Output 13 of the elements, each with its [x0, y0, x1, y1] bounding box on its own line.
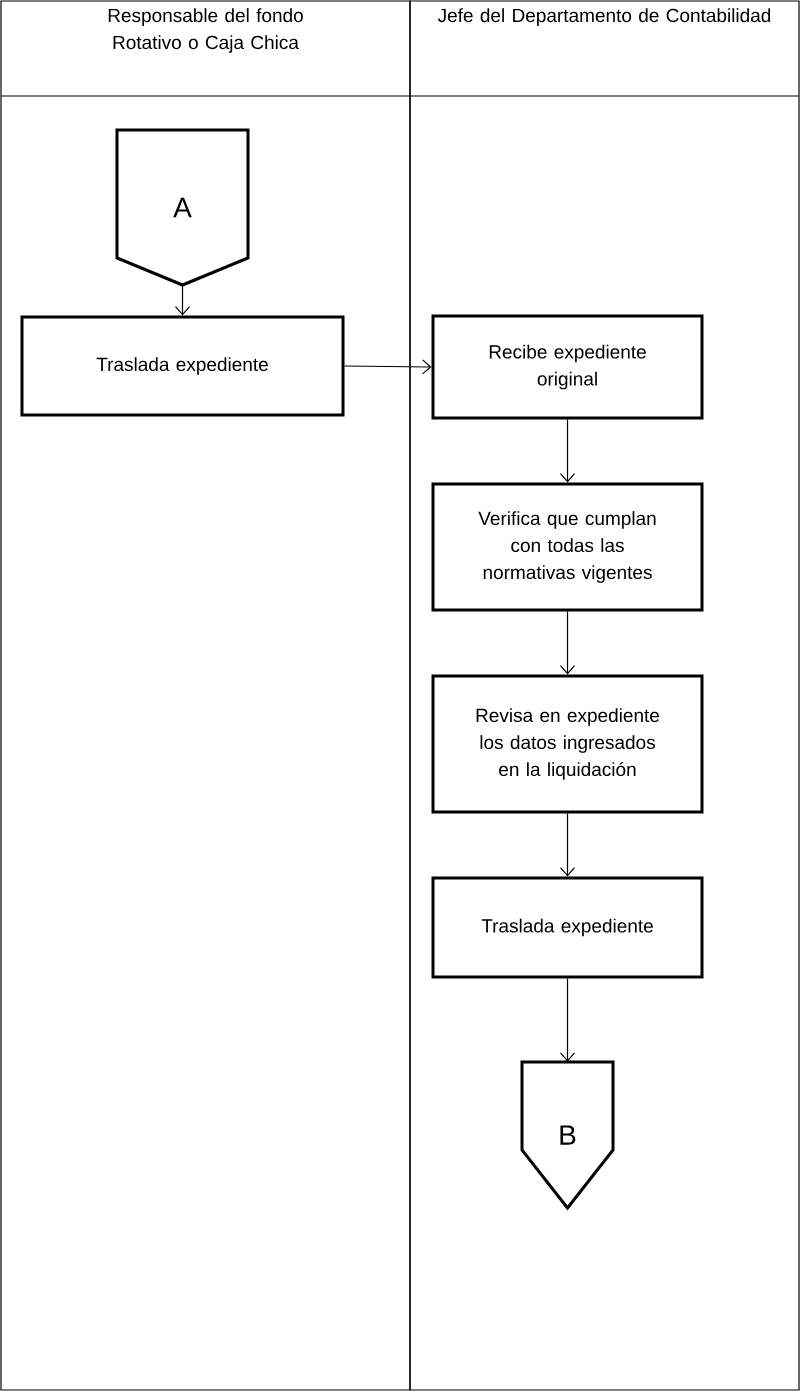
- arrow: [559, 418, 576, 483]
- arrow: [559, 977, 576, 1062]
- off-page-connector: B: [520, 1060, 615, 1211]
- process-box: Traslada expediente: [431, 876, 704, 979]
- arrow: [559, 610, 576, 675]
- arrow: [174, 284, 191, 316]
- off-page-connector: A: [115, 128, 250, 287]
- process-box: Recibe expediente original: [431, 314, 704, 420]
- arrow: [559, 812, 576, 877]
- process-box: Traslada expediente: [20, 315, 345, 417]
- arrow: [343, 359, 432, 375]
- process-box: Verifica que cumplan con todas las normativas vigentes: [431, 482, 704, 612]
- process-box: Revisa en expediente los datos ingresados en la liquidación: [431, 674, 704, 814]
